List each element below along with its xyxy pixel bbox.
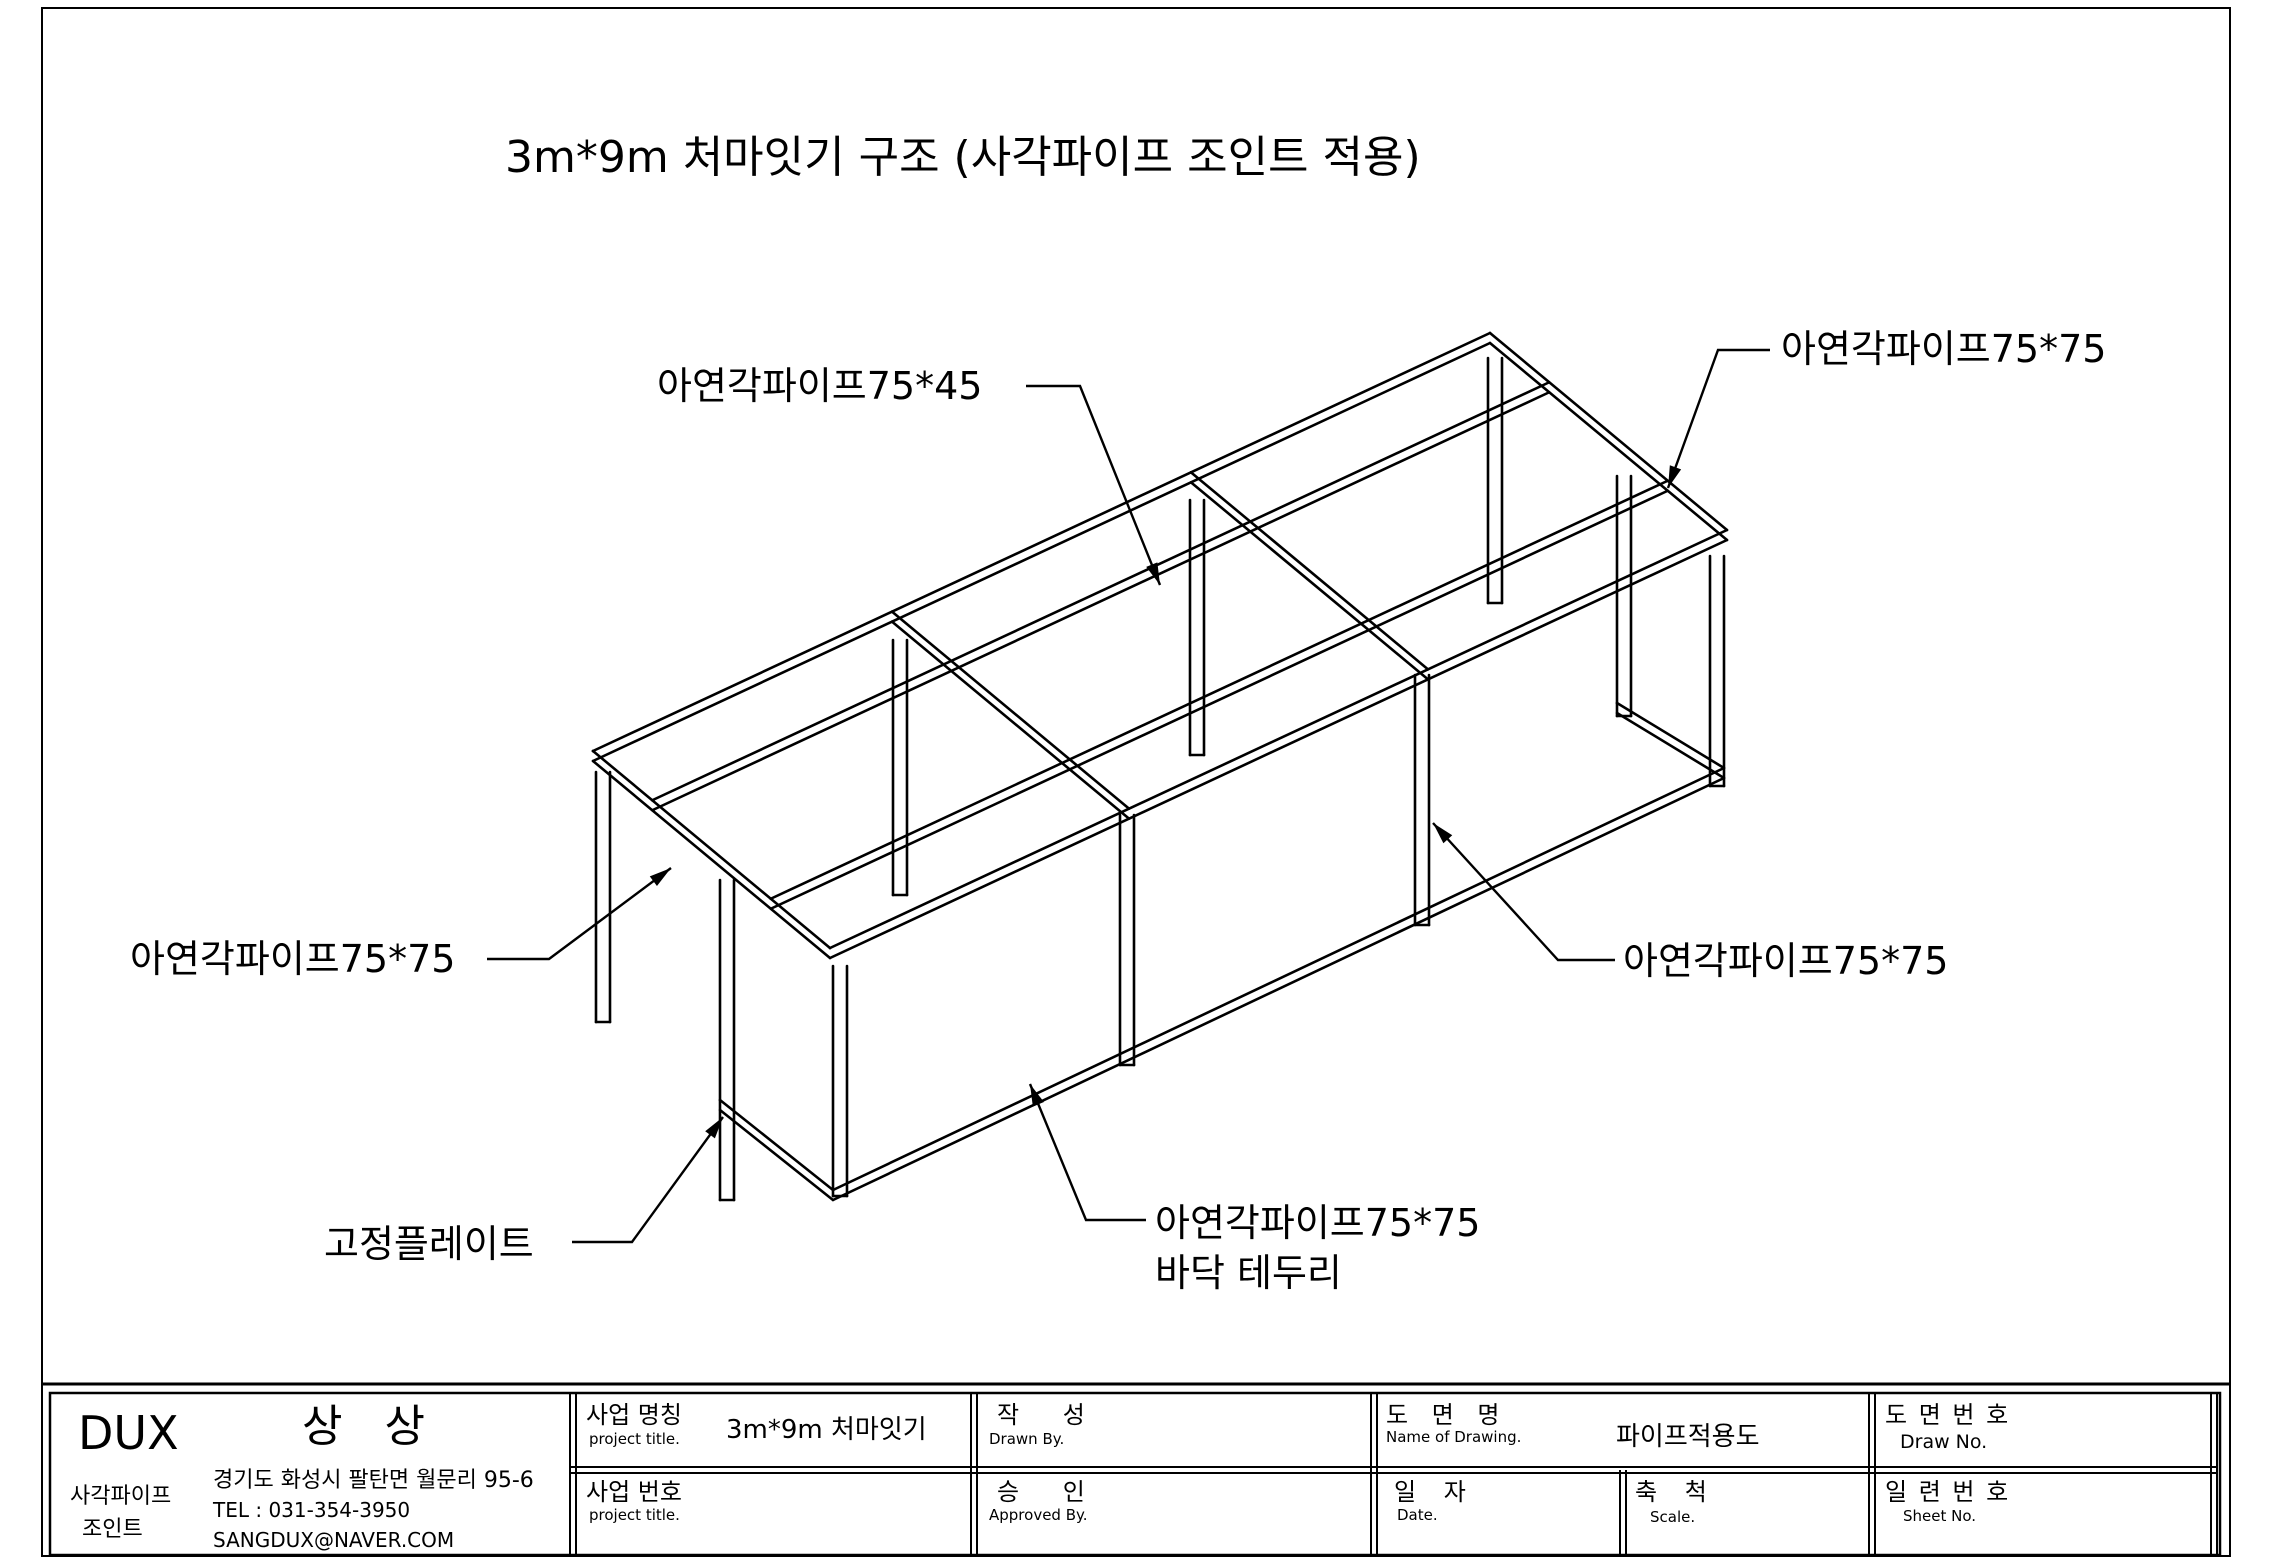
pipe-edge-58 <box>718 1098 835 1192</box>
arrow-left <box>649 868 671 886</box>
date-ko: 일 자 <box>1394 1478 1476 1506</box>
company-address: 경기도 화성시 팔탄면 월문리 95-6 <box>213 1468 534 1493</box>
project-title-en: project title. <box>589 1430 680 1448</box>
date-en: Date. <box>1397 1506 1438 1524</box>
pipe-edge-22 <box>1488 331 1729 532</box>
callout-bottom-line1: 아연각파이프75*75 <box>1155 1201 1481 1245</box>
leader-bottom <box>1028 1083 1146 1222</box>
leader-top-right <box>1666 348 1770 489</box>
arrow-fixing-plate <box>705 1117 723 1139</box>
company-tel: TEL : 031-354-3950 <box>213 1498 411 1522</box>
sheet-no-ko: 일 련 번 호 <box>1885 1478 2011 1506</box>
drawn-by-en: Drawn By. <box>989 1430 1065 1448</box>
drawing-name-en: Name of Drawing. <box>1386 1428 1522 1446</box>
project-no-ko: 사업 번호 <box>586 1478 682 1506</box>
project-no-en: project title. <box>589 1506 680 1524</box>
callout-fixing-plate: 고정플레이트 <box>324 1222 534 1266</box>
drawing-name-ko: 도 면 명 <box>1386 1401 1508 1429</box>
arrow-top-right <box>1668 465 1682 488</box>
drawing-name-value: 파이프적용도 <box>1616 1422 1760 1452</box>
leader-lines <box>487 348 1770 1244</box>
company-line1: 사각파이프 <box>70 1484 172 1509</box>
arrow-bottom <box>1030 1084 1044 1107</box>
pipe-edge-57 <box>718 1108 835 1202</box>
project-title-ko: 사업 명칭 <box>586 1401 682 1429</box>
leader-right-middle <box>1432 822 1615 962</box>
pipe-edge-54 <box>831 776 1726 1202</box>
leader-left <box>487 867 672 961</box>
pipe-edge-55 <box>831 766 1726 1192</box>
leader-arrows <box>649 465 1682 1139</box>
pipe-edge-16 <box>890 610 1131 810</box>
pipe-edge-7 <box>769 479 1670 901</box>
pipe-frame <box>591 331 1729 1202</box>
callout-right-middle: 아연각파이프75*75 <box>1623 939 1949 983</box>
pipe-edge-3 <box>650 390 1551 812</box>
arrow-right-middle <box>1433 823 1453 844</box>
callout-top-right: 아연각파이프75*75 <box>1781 327 2107 371</box>
company-email: SANGDUX@NAVER.COM <box>213 1528 455 1552</box>
pipe-edge-4 <box>650 380 1551 802</box>
callout-top-middle: 아연각파이프75*45 <box>657 364 983 408</box>
leader-top-middle <box>1026 384 1162 586</box>
pipe-edge-13 <box>591 749 832 950</box>
pipe-edge-1 <box>591 331 1492 753</box>
drawn-by-ko: 작 성 <box>997 1401 1103 1429</box>
pipe-edge-19 <box>1189 471 1430 671</box>
callout-left: 아연각파이프75*75 <box>130 937 456 981</box>
approved-by-ko: 승 인 <box>997 1478 1103 1506</box>
pipe-edge-21 <box>1488 341 1729 542</box>
sheet-no-en: Sheet No. <box>1903 1507 1977 1525</box>
company-brand: DUX <box>78 1406 179 1460</box>
pipe-edge-60 <box>1615 711 1726 780</box>
company-line2: 조인트 <box>82 1517 143 1542</box>
pipe-edge-10 <box>828 528 1729 950</box>
leader-fixing-plate <box>572 1116 724 1244</box>
drawing-title: 3m*9m 처마잇기 구조 (사각파이프 조인트 적용) <box>505 132 1421 183</box>
draw-no-en: Draw No. <box>1900 1431 1988 1453</box>
project-title-value: 3m*9m 처마잇기 <box>726 1415 927 1445</box>
pipe-edge-6 <box>769 489 1670 911</box>
pipe-edge-0 <box>591 341 1492 763</box>
scale-ko: 축 척 <box>1635 1478 1717 1506</box>
arrow-top-middle <box>1146 562 1160 585</box>
draw-no-ko: 도 면 번 호 <box>1885 1401 2011 1429</box>
scale-en: Scale. <box>1650 1508 1696 1526</box>
approved-by-en: Approved By. <box>989 1506 1088 1524</box>
pipe-edge-9 <box>828 538 1729 960</box>
company-name: 상 상 <box>302 1401 439 1452</box>
pipe-edge-12 <box>591 759 832 960</box>
pipe-edge-61 <box>1615 701 1726 770</box>
pipe-edge-18 <box>1189 481 1430 681</box>
pipe-edge-15 <box>890 620 1131 820</box>
callout-bottom-line2: 바닥 테두리 <box>1155 1251 1342 1295</box>
